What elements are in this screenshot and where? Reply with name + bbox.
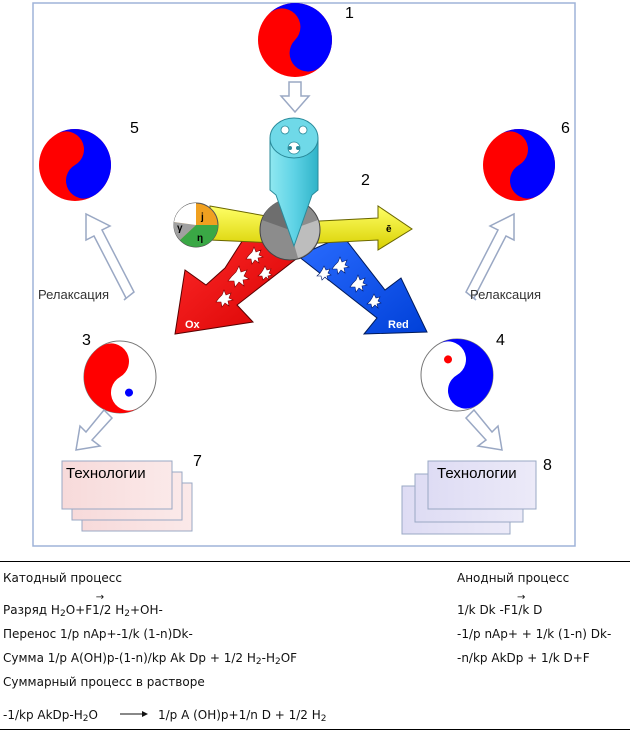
- ox-label: Ox: [185, 319, 201, 331]
- gear-eta-label: η: [197, 233, 203, 244]
- number-6: 6: [561, 120, 570, 137]
- anode-header: Анодный процесс: [457, 571, 570, 585]
- text-fragment: -H: [261, 651, 275, 665]
- gear-j-label: j: [200, 212, 204, 223]
- cathode-line-transfer: Перенос 1/p nAp+-1/k (1-n)Dk-: [3, 627, 193, 641]
- number-2: 2: [361, 172, 370, 189]
- relax-label-right: Релаксация: [470, 287, 541, 302]
- yinyang-3: [83, 340, 157, 414]
- subscript: 2: [82, 714, 89, 724]
- relax-label-left: Релаксация: [38, 287, 109, 302]
- number-3: 3: [82, 332, 91, 349]
- subscript: 2: [320, 714, 327, 724]
- text-fragment: OF: [280, 651, 298, 665]
- red-label: Red: [388, 319, 409, 331]
- anode-line-1: 1/k Dk -F →1/k D: [457, 593, 543, 618]
- cathode-line-discharge: Разряд H2O+F→1/2 H2+OH-: [3, 593, 163, 619]
- number-4: 4: [496, 332, 505, 349]
- technologies-stack-8: [401, 460, 537, 535]
- anode-line-2: -1/p nAp+ + 1/k (1-n) Dk-: [457, 627, 612, 641]
- subscript: 2: [255, 657, 262, 667]
- subscript: 2: [124, 609, 130, 619]
- arrow-glyph: →: [95, 592, 105, 603]
- text-fragment: Сумма 1/p A(OH)p-(1-n)/kp Ak Dp + 1/2 H: [3, 651, 256, 665]
- yinyang-4: [420, 338, 494, 412]
- number-1: 1: [345, 5, 354, 22]
- relax-arrow-left: [85, 212, 135, 301]
- summary-heading: Суммарный процесс в растворе: [3, 675, 205, 689]
- arrow-1-to-2: [279, 81, 311, 114]
- relax-arrow-right: [465, 212, 515, 301]
- arrow-4-to-8: [464, 408, 503, 451]
- text-fragment: O: [88, 708, 98, 722]
- subscript: 2: [274, 657, 281, 667]
- number-5: 5: [130, 120, 139, 137]
- electrochemistry-diagram: 1 Ox Red ē 2: [32, 2, 576, 547]
- input-face-icon: [280, 125, 308, 155]
- electron-label: ē: [386, 224, 392, 235]
- gear-gamma-label: γ: [177, 223, 183, 234]
- ox-particles: [215, 246, 273, 308]
- text-fragment: 1/p A (OH)p+1/n D + 1/2 H: [157, 708, 321, 722]
- yinyang-5: [39, 129, 111, 201]
- input-arrow: [269, 137, 319, 248]
- process-table: Катодный процесс Анодный процесс Разряд …: [0, 561, 630, 730]
- cathode-line-sum: Сумма 1/p A(OH)p-(1-n)/kp Ak Dp + 1/2 H2…: [3, 650, 298, 667]
- red-particles: [316, 256, 382, 309]
- yinyang-1: [258, 3, 332, 77]
- technologies-stack-7: [61, 460, 193, 532]
- text-fragment: O+F: [65, 603, 93, 617]
- text-fragment: 1/k Dk -F: [457, 603, 511, 617]
- technologies-label-8: Технологии: [437, 465, 517, 482]
- cathode-header: Катодный процесс: [3, 571, 122, 585]
- arrow-operator: O+F→: [65, 593, 104, 618]
- number-8: 8: [543, 457, 552, 474]
- number-7: 7: [193, 453, 202, 470]
- text-fragment: 1/k D: [510, 603, 543, 617]
- text-fragment: Разряд H: [3, 603, 60, 617]
- text-fragment: -1/kp AkDp-H: [3, 708, 83, 722]
- text-fragment: +OH-: [129, 603, 163, 617]
- yinyang-6: [483, 129, 555, 201]
- text-fragment: 1/2 H: [92, 603, 125, 617]
- parameters-pie: [173, 202, 219, 248]
- technologies-label-7: Технологии: [66, 465, 146, 482]
- subscript: 2: [59, 609, 66, 619]
- anode-line-3: -n/kp AkDp + 1/k D+F: [457, 651, 590, 665]
- reaction-arrow: [119, 711, 148, 717]
- arrow-operator: 1/k Dk -F →: [457, 593, 525, 618]
- arrow-glyph: →: [517, 592, 526, 603]
- arrow-3-to-7: [75, 408, 114, 451]
